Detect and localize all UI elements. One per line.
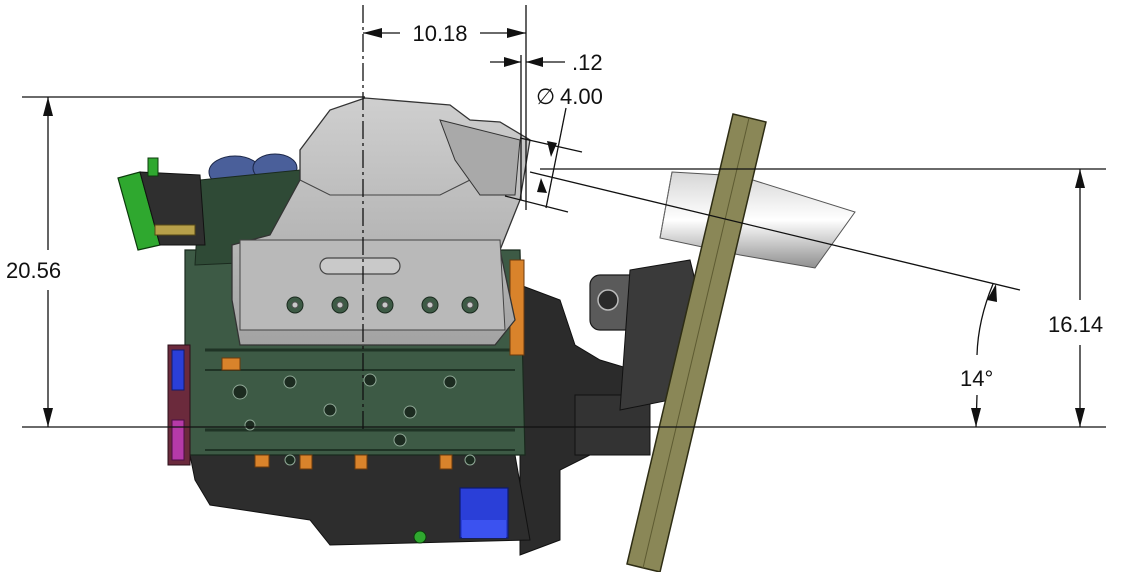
dim-small-offset: .12 — [572, 50, 603, 75]
dim-angle: 14° — [960, 366, 993, 391]
dim-pipe-height: 16.14 — [1048, 312, 1103, 337]
bellhousing — [519, 259, 701, 556]
intake-cover — [231, 97, 531, 346]
dim-diameter-value: 4.00 — [560, 84, 603, 109]
dim-overall-height: 20.56 — [6, 258, 61, 283]
mounting-plate — [626, 113, 767, 572]
dimension-lines — [22, 5, 1106, 430]
dim-top-offset: 10.18 — [412, 21, 467, 46]
throttle-body — [117, 157, 206, 251]
exhaust-pipe — [659, 171, 856, 269]
dim-diameter-symbol: ∅ — [536, 84, 555, 109]
